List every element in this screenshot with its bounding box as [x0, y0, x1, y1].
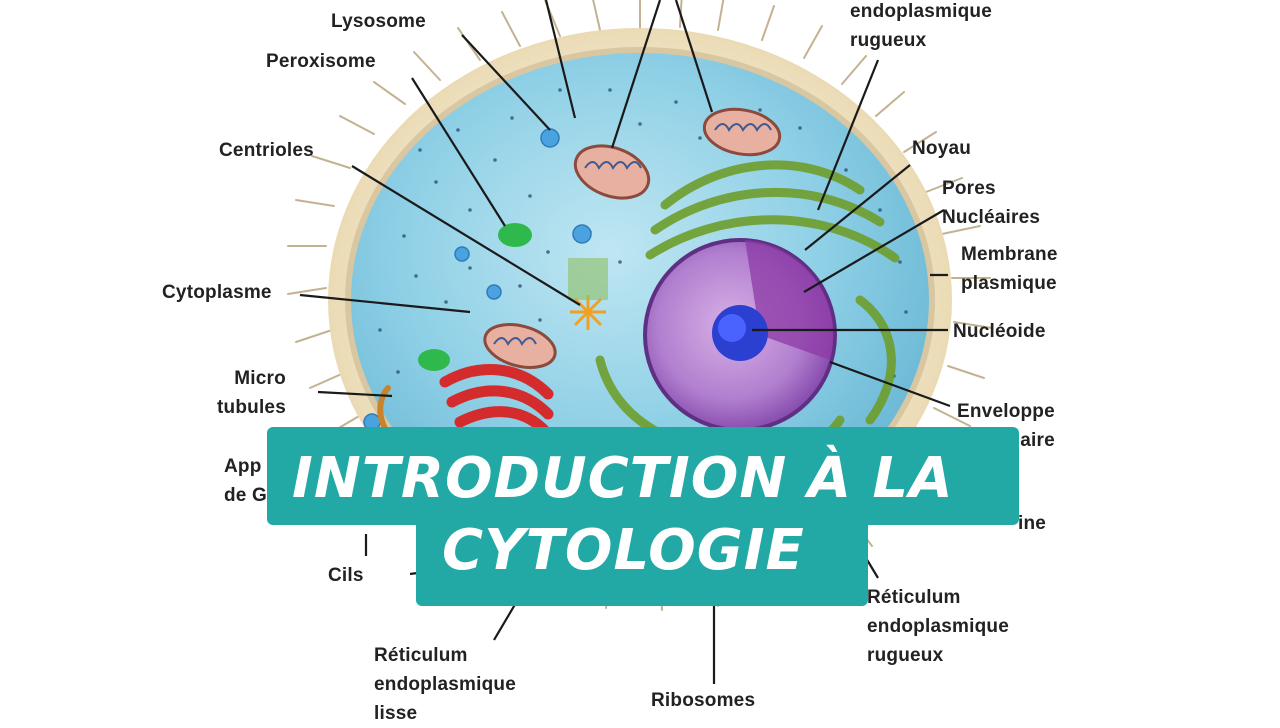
label-micro-tubules: Micro tubules [217, 368, 286, 418]
nucleolus-inner [718, 314, 746, 342]
label-centrioles: Centrioles [219, 140, 314, 161]
mitochondria [483, 107, 782, 369]
label-chromatine: ine [1018, 513, 1047, 534]
peroxisome-body [498, 223, 532, 247]
leader-lines [299, 0, 951, 684]
label-reticulum-rugueux-bottom: Réticulum endoplasmique rugueux [867, 587, 1009, 666]
title-line-1: INTRODUCTION À LA [292, 446, 954, 511]
label-nucleoide: Nucléoide [953, 321, 1046, 342]
label-membrane-plasmique: Membrane plasmique [961, 244, 1058, 294]
title-banner-top [267, 427, 1019, 525]
label-pores-nucleaires: Pores Nucléaires [942, 178, 1041, 228]
title-banner-bottom [416, 510, 868, 606]
label-cytoplasme: Cytoplasme [162, 282, 272, 303]
label-cils: Cils [328, 565, 364, 586]
label-appareil-golgi: App de G [224, 456, 268, 506]
peroxisome-body-2 [418, 349, 450, 371]
label-enveloppe-nucleaire: Enveloppe aire [957, 401, 1055, 451]
centrioles-body [570, 295, 606, 330]
title-line-2: CYTOLOGIE [442, 518, 805, 583]
label-reticulum-rugueux-top: endoplasmique rugueux [850, 1, 992, 51]
vesicles [363, 128, 592, 431]
golgi-apparatus [439, 364, 554, 438]
label-reticulum-lisse: Réticulum endoplasmique lisse [374, 645, 516, 724]
centriole-cylinder [568, 258, 608, 300]
label-peroxisome: Peroxisome [266, 51, 376, 72]
label-noyau: Noyau [912, 138, 972, 159]
label-ribosomes: Ribosomes [651, 690, 756, 711]
label-lysosome: Lysosome [331, 11, 426, 32]
